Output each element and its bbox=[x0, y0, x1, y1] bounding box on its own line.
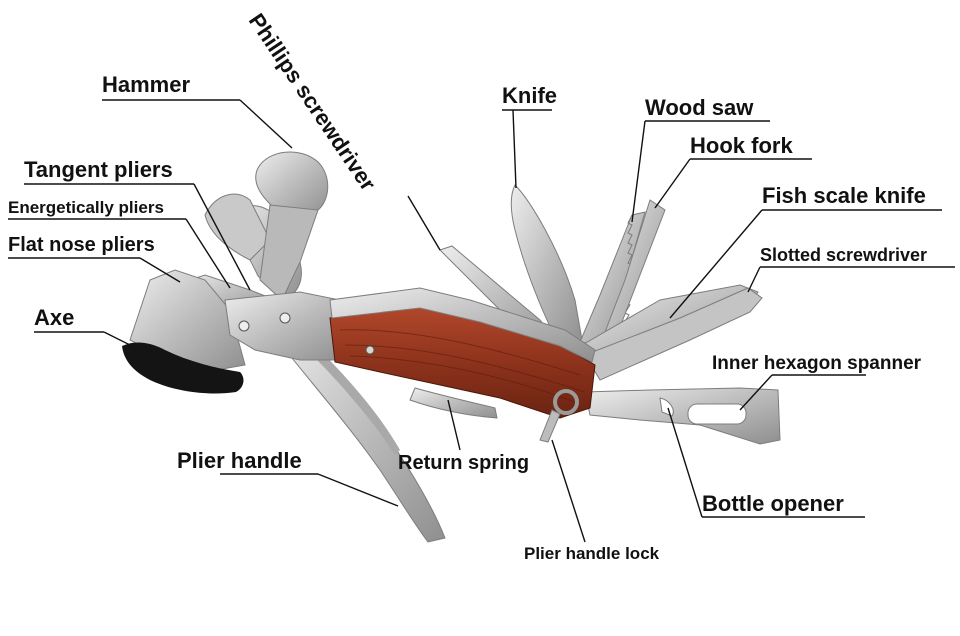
knife-shape bbox=[510, 184, 583, 346]
callout-hook-fork: Hook fork bbox=[654, 133, 812, 209]
axe-cover-shape bbox=[122, 342, 244, 394]
label-knife: Knife bbox=[502, 83, 557, 108]
label-inner-hexagon-spanner: Inner hexagon spanner bbox=[712, 353, 922, 374]
plier-handle-shape-2 bbox=[290, 335, 400, 455]
label-slotted-screwdriver: Slotted screwdriver bbox=[760, 245, 927, 265]
label-hook-fork: Hook fork bbox=[690, 133, 793, 158]
callout-inner-hexagon-spanner: Inner hexagon spanner bbox=[712, 353, 922, 411]
label-plier-handle-lock: Plier handle lock bbox=[524, 544, 660, 563]
callout-energetically-pliers: Energetically pliers bbox=[8, 198, 231, 289]
callout-bottle-opener: Bottle opener bbox=[667, 407, 865, 518]
label-hammer: Hammer bbox=[102, 72, 190, 97]
axe-shape bbox=[122, 269, 246, 394]
label-plier-handle: Plier handle bbox=[177, 448, 302, 473]
hexagon-spanner-hole bbox=[687, 403, 747, 425]
label-fish-scale-knife: Fish scale knife bbox=[762, 183, 926, 208]
callout-tangent-pliers: Tangent pliers bbox=[24, 157, 251, 291]
bottle-opener-shape bbox=[584, 387, 781, 445]
steel-liner-shape bbox=[329, 287, 596, 363]
return-spring-shape bbox=[409, 387, 498, 419]
slotted-screwdriver-shape bbox=[584, 287, 763, 381]
callout-wood-saw: Wood saw bbox=[631, 95, 770, 223]
callout-return-spring: Return spring bbox=[398, 399, 529, 474]
frame-plate-shape bbox=[224, 291, 346, 361]
multitool-illustration bbox=[122, 151, 781, 543]
hammer-shape bbox=[204, 151, 329, 301]
callout-fish-scale-knife: Fish scale knife bbox=[669, 183, 942, 319]
label-return-spring: Return spring bbox=[398, 452, 529, 474]
callout-flat-nose-pliers: Flat nose pliers bbox=[8, 234, 181, 283]
label-flat-nose-pliers: Flat nose pliers bbox=[8, 234, 155, 256]
plier-handle-lock-ring bbox=[553, 389, 579, 415]
callout-plier-handle: Plier handle bbox=[177, 448, 399, 507]
label-energetically-pliers: Energetically pliers bbox=[8, 198, 164, 217]
callout-slotted-screwdriver: Slotted screwdriver bbox=[747, 245, 955, 293]
callout-axe: Axe bbox=[34, 305, 133, 347]
label-axe: Axe bbox=[34, 305, 74, 330]
callout-knife: Knife bbox=[502, 83, 557, 189]
callout-plier-handle-lock: Plier handle lock bbox=[524, 439, 660, 563]
label-tangent-pliers: Tangent pliers bbox=[24, 157, 173, 182]
callout-hammer: Hammer bbox=[102, 72, 293, 149]
label-bottle-opener: Bottle opener bbox=[702, 491, 844, 516]
label-wood-saw: Wood saw bbox=[645, 95, 754, 120]
